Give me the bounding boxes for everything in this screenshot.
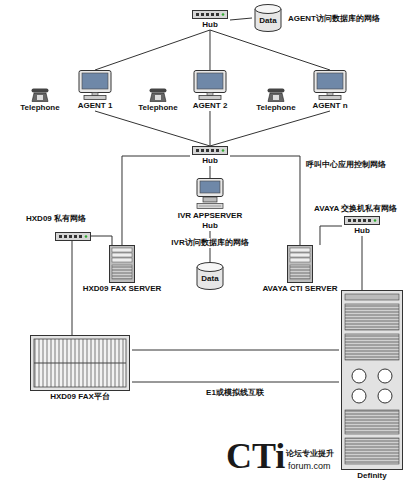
network-link: [320, 226, 342, 245]
database-icon: [255, 5, 281, 32]
device-node: Telephone: [254, 88, 297, 113]
device-label: Data: [196, 274, 224, 284]
icon-space: [149, 88, 167, 103]
device-label: Hub: [178, 221, 242, 231]
icon-space: [267, 88, 285, 103]
server-icon: [197, 179, 223, 209]
icon-space: [31, 88, 49, 103]
device-node: IVR APPSERVERHub: [176, 178, 244, 231]
hub-icon: [193, 147, 228, 155]
server-tower: [288, 246, 313, 283]
network-link: [210, 111, 330, 146]
fax-platform-rack: [31, 336, 130, 391]
icon-space: [193, 70, 227, 101]
device-label: Hub: [344, 226, 380, 236]
device-node: HXD09 FAX平台: [28, 335, 132, 402]
device-label: AGENT 2: [193, 101, 228, 111]
device-label: AGENT n: [312, 101, 347, 111]
device-label: Definity: [341, 471, 403, 481]
network-link: [132, 382, 339, 383]
telephone-icon: [32, 89, 49, 102]
network-label: 呼叫中心应用控制网络: [306, 160, 386, 170]
device-label: Telephone: [20, 103, 59, 113]
icon-space: [287, 245, 313, 284]
device-node: Telephone: [18, 88, 61, 113]
device-node: AVAYA CTI SERVER: [260, 245, 339, 294]
network-label: HXD09 私有网络: [26, 214, 86, 224]
network-link: [95, 30, 210, 70]
device-node: AGENT 2: [191, 70, 230, 111]
network-link: [209, 111, 210, 146]
device-label: Telephone: [256, 103, 295, 113]
network-link: [132, 350, 339, 351]
device-node: Hub: [342, 216, 382, 236]
watermark: CTi: [226, 436, 285, 476]
icon-space: [195, 178, 225, 211]
device-node: Definity: [339, 290, 405, 481]
device-label: IVR APPSERVER: [178, 211, 242, 221]
icon-space: [30, 335, 130, 392]
icon-space: [341, 290, 403, 471]
network-label: 论坛专业提升: [286, 449, 334, 459]
network-label: IVR访问数据库的网络: [169, 238, 250, 248]
device-node: Data: [252, 4, 284, 32]
hub-icon: [345, 217, 380, 225]
switch-cabinet: [342, 291, 403, 470]
hub-icon: [193, 11, 228, 19]
device-label: Hub: [192, 156, 228, 166]
network-link: [230, 156, 300, 245]
device-node: Hub: [190, 146, 230, 166]
computer-icon: [194, 71, 226, 100]
server-tower: [110, 246, 135, 283]
device-label: AGENT 1: [78, 101, 113, 111]
computer-icon: [79, 71, 111, 100]
network-link: [210, 166, 211, 178]
database-icon: [197, 263, 223, 290]
network-link: [209, 30, 210, 70]
device-label: Hub: [192, 20, 228, 30]
telephone-icon: [268, 89, 285, 102]
computer-icon: [314, 71, 346, 100]
network-label: AVAYA 交换机私有网络: [314, 204, 397, 214]
telephone-icon: [150, 89, 167, 102]
network-link: [95, 111, 210, 146]
link-label: E1或模拟线互联: [204, 388, 266, 398]
icon-space: [109, 245, 135, 284]
hub-icon: [56, 233, 91, 241]
icon-space: [192, 10, 228, 20]
network-link: [362, 236, 363, 290]
device-label: Data: [254, 16, 282, 26]
device-node: HXD09 FAX SERVER: [81, 245, 164, 294]
watermark: forum.com: [288, 461, 331, 471]
device-node: AGENT n: [310, 70, 349, 111]
icon-space: [313, 70, 347, 101]
device-node: Hub: [190, 10, 230, 30]
icon-space: [192, 146, 228, 156]
icon-space: [78, 70, 112, 101]
network-wire: [72, 241, 73, 335]
network-link: [210, 30, 330, 70]
device-node: Telephone: [136, 88, 179, 113]
network-label: AGENT访问数据库的网络: [288, 14, 380, 24]
icon-space: [344, 216, 380, 226]
device-label: HXD09 FAX平台: [30, 392, 130, 402]
device-label: Telephone: [138, 103, 177, 113]
network-link: [122, 156, 190, 245]
device-label: HXD09 FAX SERVER: [83, 284, 162, 294]
network-link: [230, 18, 252, 20]
device-node: AGENT 1: [76, 70, 115, 111]
device-label: AVAYA CTI SERVER: [262, 284, 337, 294]
network-wire: [91, 236, 112, 245]
device-node: Data: [194, 262, 226, 290]
